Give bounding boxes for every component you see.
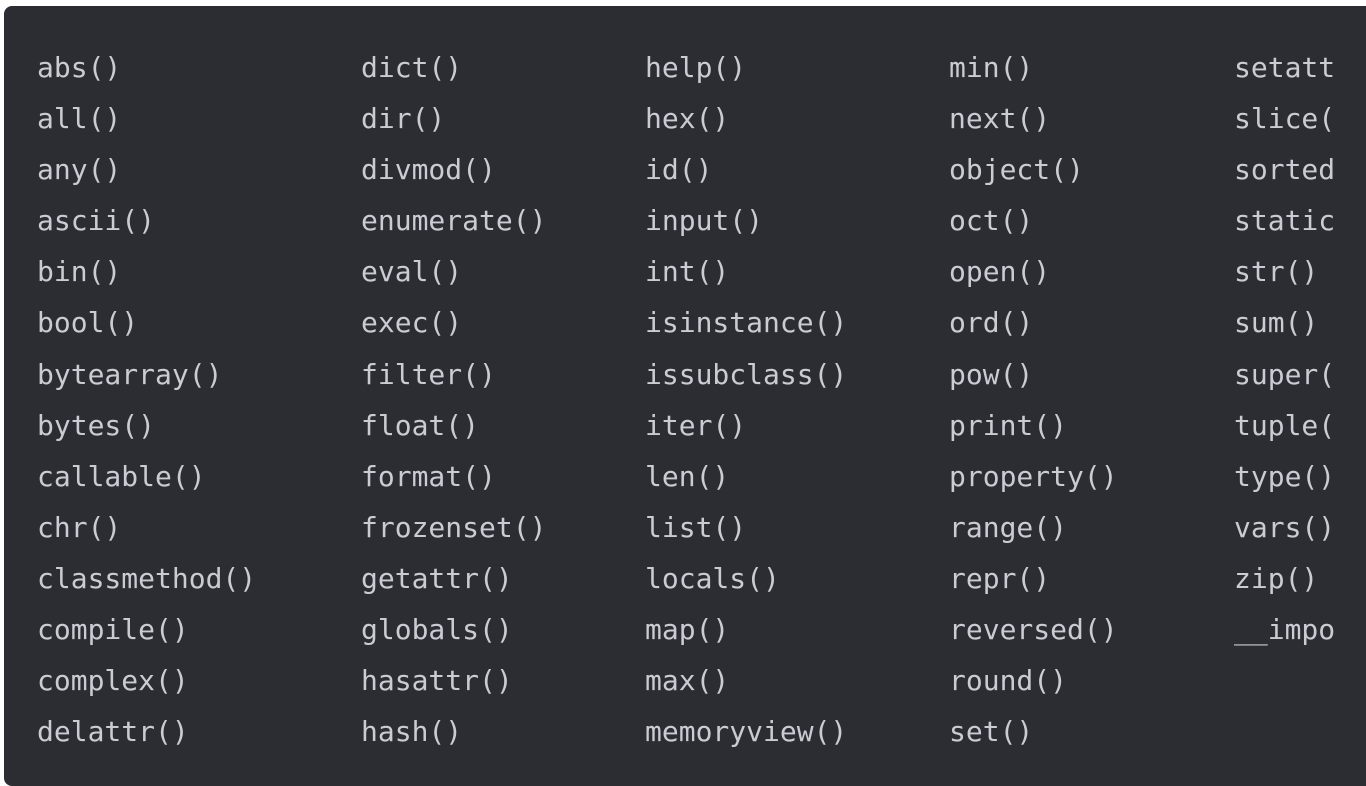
function-name: complex() [37, 664, 189, 698]
function-name: filter() [361, 357, 496, 391]
function-name: repr() [949, 561, 1051, 595]
function-name: object() [949, 153, 1084, 187]
function-name: next() [949, 102, 1051, 136]
function-name: format() [361, 459, 496, 493]
function-name: bool() [37, 306, 139, 340]
function-name: chr() [37, 510, 122, 544]
function-name: divmod() [361, 153, 496, 187]
column-1: abs() all() any() ascii() bin() bool() b… [37, 42, 361, 757]
function-name: iter() [645, 408, 747, 442]
function-name: open() [949, 255, 1051, 289]
function-name: static [1234, 204, 1336, 238]
function-name: hasattr() [361, 664, 513, 698]
function-name: list() [645, 510, 747, 544]
function-name: exec() [361, 306, 463, 340]
column-4: min() next() object() oct() open() ord()… [949, 42, 1234, 757]
function-name: frozenset() [361, 510, 547, 544]
function-name: max() [645, 664, 730, 698]
builtin-functions-grid: abs() all() any() ascii() bin() bool() b… [37, 42, 1366, 757]
function-name: type() [1234, 459, 1336, 493]
function-name: hex() [645, 102, 730, 136]
function-name: bytes() [37, 408, 156, 442]
function-name: memoryview() [645, 715, 848, 749]
function-name: compile() [37, 613, 189, 647]
function-name: min() [949, 51, 1034, 84]
function-name: bytearray() [37, 357, 223, 391]
function-name: pow() [949, 357, 1034, 391]
function-name: zip() [1234, 561, 1319, 595]
function-name: print() [949, 408, 1068, 442]
function-name: issubclass() [645, 357, 848, 391]
function-name: isinstance() [645, 306, 848, 340]
function-name: enumerate() [361, 204, 547, 238]
function-name: __impo [1234, 613, 1336, 647]
function-name: round() [949, 664, 1068, 698]
function-name: super( [1234, 357, 1336, 391]
function-name: tuple( [1234, 408, 1336, 442]
column-2: dict() dir() divmod() enumerate() eval()… [361, 42, 645, 757]
function-name: help() [645, 51, 747, 84]
function-name: dir() [361, 102, 446, 136]
function-name: globals() [361, 613, 513, 647]
function-name: callable() [37, 459, 206, 493]
function-name: any() [37, 153, 122, 187]
function-name: oct() [949, 204, 1034, 238]
function-name: int() [645, 255, 730, 289]
function-name: locals() [645, 561, 780, 595]
function-name: all() [37, 102, 122, 136]
function-name: hash() [361, 715, 463, 749]
function-name: str() [1234, 255, 1319, 289]
function-name: property() [949, 459, 1118, 493]
function-name: setatt [1234, 51, 1336, 84]
function-name: len() [645, 459, 730, 493]
function-name: map() [645, 613, 730, 647]
column-5: setatt slice( sorted static str() sum() … [1234, 42, 1366, 757]
function-name: vars() [1234, 510, 1336, 544]
function-name: input() [645, 204, 764, 238]
function-name: sorted [1234, 153, 1336, 187]
function-name: id() [645, 153, 713, 187]
function-name: bin() [37, 255, 122, 289]
function-name: float() [361, 408, 480, 442]
function-name: set() [949, 715, 1034, 749]
function-name: dict() [361, 51, 463, 84]
function-name: classmethod() [37, 561, 257, 595]
function-name: slice( [1234, 102, 1336, 136]
function-name: range() [949, 510, 1068, 544]
function-name: ord() [949, 306, 1034, 340]
function-name: reversed() [949, 613, 1118, 647]
code-block: abs() all() any() ascii() bin() bool() b… [4, 6, 1366, 786]
function-name: abs() [37, 51, 122, 84]
function-name: delattr() [37, 715, 189, 749]
function-name: getattr() [361, 561, 513, 595]
column-3: help() hex() id() input() int() isinstan… [645, 42, 949, 757]
function-name: eval() [361, 255, 463, 289]
function-name: ascii() [37, 204, 156, 238]
function-name: sum() [1234, 306, 1319, 340]
